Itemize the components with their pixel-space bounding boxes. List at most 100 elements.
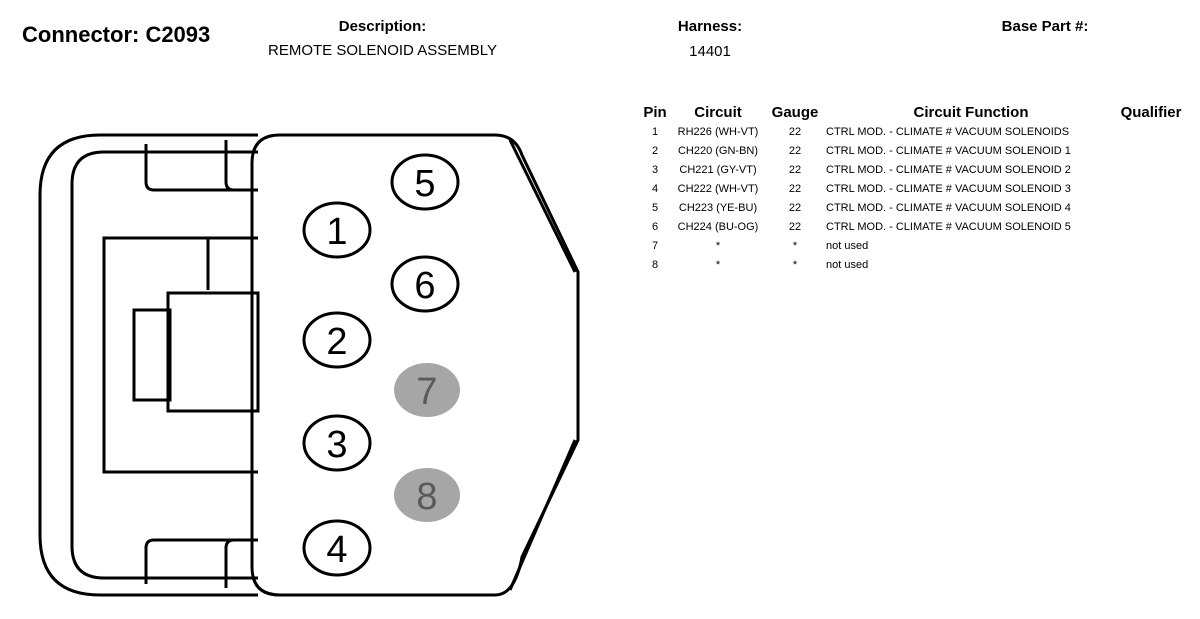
cell-qualifier (1116, 179, 1186, 198)
pin-cavity-7: 7 (394, 363, 460, 417)
pin-cavity-outline (302, 311, 372, 369)
cell-pin: 7 (651, 239, 659, 252)
cell-function: CTRL MOD. - CLIMATE # VACUUM SOLENOID 3 (826, 182, 1071, 195)
connector-title: Connector: C2093 (22, 22, 211, 47)
column-header-function: Circuit Function (913, 103, 1029, 121)
cell-gauge: * (792, 258, 798, 271)
cell-circuit: * (715, 239, 721, 252)
cell-gauge: 22 (788, 125, 802, 138)
pin-number-label: 5 (414, 163, 435, 205)
harness-value: 14401 (689, 43, 731, 60)
pin-cavity-4: 4 (302, 519, 372, 577)
inner-shell (70, 150, 258, 580)
connector-housing (38, 133, 580, 597)
cell-pin: 2 (651, 144, 659, 157)
cell-circuit: CH222 (WH-VT) (677, 182, 759, 195)
latch-block (166, 291, 260, 413)
pin-number-label: 7 (416, 371, 437, 413)
cell-gauge: 22 (788, 163, 802, 176)
cell-circuit: CH223 (YE-BU) (678, 201, 758, 214)
pin-cavity-outline (302, 519, 372, 577)
pin-cavity-2: 2 (302, 311, 372, 369)
pin-cavity-outline (302, 201, 372, 259)
latch-frame (102, 236, 258, 474)
table-row: 7 * * not used (642, 236, 1186, 255)
cell-circuit: * (715, 258, 721, 271)
bevel-top (508, 139, 577, 273)
column-header-pin: Pin (643, 103, 667, 121)
harness-label: Harness: (677, 18, 743, 35)
cell-qualifier (1116, 141, 1186, 160)
cell-function: CTRL MOD. - CLIMATE # VACUUM SOLENOID 4 (826, 201, 1071, 214)
bottom-lock-tab-inner (224, 538, 235, 588)
pin-cavity-6: 6 (390, 255, 460, 313)
column-header-circuit: Circuit (694, 103, 742, 121)
cell-gauge: * (792, 239, 798, 252)
cell-gauge: 22 (788, 144, 802, 157)
cell-function: CTRL MOD. - CLIMATE # VACUUM SOLENOIDS (826, 125, 1070, 138)
pin-face-body (250, 133, 580, 597)
pin-number-label: 2 (326, 321, 347, 363)
table-row: 3 CH221 (GY-VT) 22 CTRL MOD. - CLIMATE # VA… (642, 160, 1186, 179)
description-label: Description: (338, 18, 427, 35)
column-header-qualifier: Qualifier (1120, 103, 1182, 121)
pin-number-label: 4 (326, 529, 347, 571)
bottom-lock-tab (144, 538, 258, 584)
table-row: 4 CH222 (WH-VT) 22 CTRL MOD. - CLIMATE # VA… (642, 179, 1186, 198)
cell-circuit: CH220 (GN-BN) (677, 144, 759, 157)
cell-function: not used (826, 258, 869, 271)
cell-pin: 6 (651, 220, 659, 233)
pin-table: Pin Circuit Gauge Circuit Function Quali… (642, 102, 1186, 274)
cell-circuit: CH221 (GY-VT) (679, 163, 757, 176)
pin-cavity-outline (302, 414, 372, 472)
pin-cavity-outline (390, 153, 460, 211)
table-row: 2 CH220 (GN-BN) 22 CTRL MOD. - CLIMATE # VA… (642, 141, 1186, 160)
pin-number-label: 1 (326, 211, 347, 253)
cell-pin: 1 (651, 125, 659, 138)
cell-function: CTRL MOD. - CLIMATE # VACUUM SOLENOID 1 (826, 144, 1071, 157)
cell-qualifier (1116, 236, 1186, 255)
cell-qualifier (1116, 198, 1186, 217)
cell-circuit: RH226 (WH-VT) (677, 125, 759, 138)
latch-button (132, 308, 172, 402)
pin-cavity-1: 1 (302, 201, 372, 259)
outer-shell (38, 133, 258, 597)
connector-face-diagram: 1 2 3 4 5 6 7 8 (38, 133, 580, 597)
pin-cavity-outline (394, 363, 460, 417)
pin-cavity-8: 8 (394, 468, 460, 522)
bevel-bottom (508, 439, 577, 591)
cell-pin: 3 (651, 163, 659, 176)
pin-cavity-outline (394, 468, 460, 522)
column-header-gauge: Gauge (771, 103, 819, 121)
top-lock-tab-inner (224, 140, 235, 192)
cell-qualifier (1116, 217, 1186, 236)
cell-function: not used (826, 239, 869, 252)
cell-gauge: 22 (788, 220, 802, 233)
cell-pin: 4 (651, 182, 659, 195)
cell-gauge: 22 (788, 182, 802, 195)
cell-function: CTRL MOD. - CLIMATE # VACUUM SOLENOID 2 (826, 163, 1071, 176)
cell-function: CTRL MOD. - CLIMATE # VACUUM SOLENOID 5 (826, 220, 1071, 233)
pin-cavities: 1 2 3 4 5 6 7 8 (302, 153, 460, 577)
cell-qualifier (1116, 122, 1186, 141)
pin-number-label: 6 (414, 265, 435, 307)
pin-number-label: 3 (326, 424, 347, 466)
table-row: 1 RH226 (WH-VT) 22 CTRL MOD. - CLIMATE # VA… (642, 122, 1186, 141)
base-part-label: Base Part #: (1001, 18, 1089, 35)
cell-qualifier (1116, 255, 1186, 274)
top-lock-tab (144, 144, 258, 192)
table-header-row: Pin Circuit Gauge Circuit Function Quali… (642, 102, 1186, 122)
cell-gauge: 22 (788, 201, 802, 214)
cell-circuit: CH224 (BU-OG) (677, 220, 759, 233)
cell-qualifier (1116, 160, 1186, 179)
cell-pin: 5 (651, 201, 659, 214)
pin-cavity-outline (390, 255, 460, 313)
pin-cavity-5: 5 (390, 153, 460, 211)
cell-pin: 8 (651, 258, 659, 271)
description-value: REMOTE SOLENOID ASSEMBLY (268, 42, 497, 59)
pin-cavity-3: 3 (302, 414, 372, 472)
table-row: 8 * * not used (642, 255, 1186, 274)
table-row: 5 CH223 (YE-BU) 22 CTRL MOD. - CLIMATE # VA… (642, 198, 1186, 217)
pin-number-label: 8 (416, 476, 437, 518)
